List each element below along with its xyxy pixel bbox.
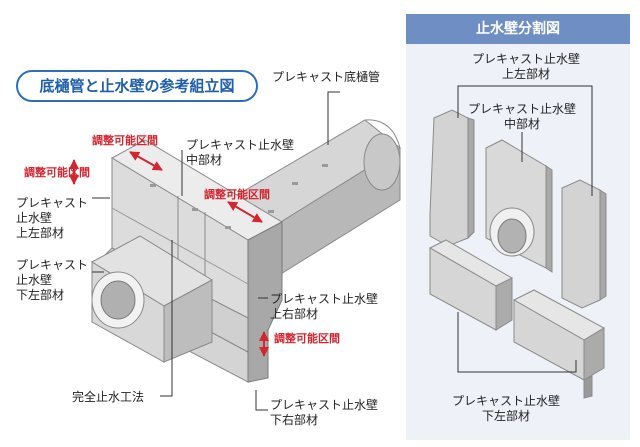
label-adjustable-3: 調整可能区間 [204, 188, 270, 201]
panel-label-lower-left: プレキャスト止水壁 下左部材 [451, 394, 560, 423]
panel-label-upper-left: プレキャスト止水壁 上左部材 [471, 52, 580, 81]
adjustable-arrows [69, 151, 269, 357]
label-upper-right: プレキャスト止水壁 上右部材 [270, 292, 379, 321]
front-culvert-stub [90, 235, 214, 363]
label-adjustable-1: 調整可能区間 [92, 134, 158, 147]
split-panel-title: 止水壁分割図 [406, 14, 630, 44]
label-lower-right: プレキャスト止水壁 下右部材 [270, 398, 379, 427]
label-upper-left: プレキャスト 止水壁 上左部材 [16, 196, 89, 240]
split-pieces [428, 109, 607, 399]
panel-label-middle: プレキャスト止水壁 中部材 [467, 102, 576, 131]
assembly-title: 底樋管と止水壁の参考組立図 [16, 70, 258, 102]
label-full-waterstop: 完全止水工法 [72, 390, 145, 404]
precast-culvert [219, 119, 401, 291]
label-lower-left: プレキャスト 止水壁 下左部材 [16, 258, 89, 302]
leader-lines-left [92, 91, 340, 411]
label-adjustable-4: 調整可能区間 [274, 332, 340, 345]
label-precast-culvert: プレキャスト底樋管 [272, 70, 381, 84]
leader-lines-right [457, 85, 593, 373]
label-adjustable-2: 調整可能区間 [24, 166, 90, 179]
label-middle-member: プレキャスト止水壁 中部材 [186, 138, 295, 167]
